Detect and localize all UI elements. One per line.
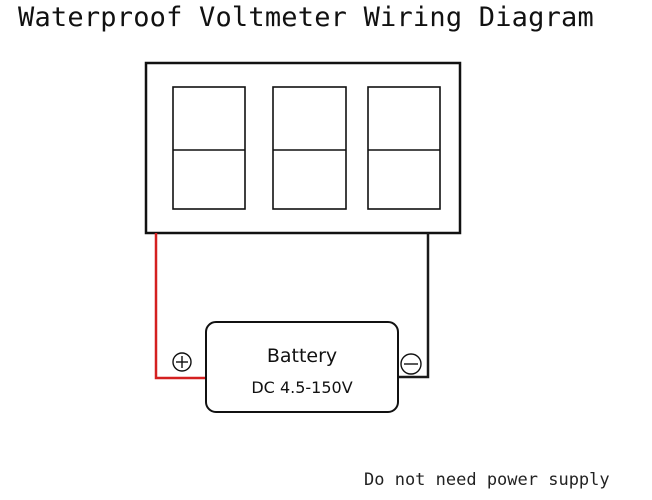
display-digit-3 <box>367 86 441 210</box>
display-digit-1 <box>172 86 246 210</box>
circled-plus-icon <box>172 352 192 372</box>
footnote: Do not need power supply <box>364 470 610 490</box>
battery-label: Battery <box>267 345 337 367</box>
display-digit-2 <box>272 86 347 210</box>
battery-spec: DC 4.5-150V <box>251 378 352 397</box>
diagram-title: Waterproof Voltmeter Wiring Diagram <box>18 2 594 33</box>
negative-wire <box>398 233 430 379</box>
positive-wire <box>154 233 207 380</box>
voltmeter-display <box>144 61 462 235</box>
battery-module <box>205 321 399 413</box>
circled-minus-icon <box>400 353 422 375</box>
